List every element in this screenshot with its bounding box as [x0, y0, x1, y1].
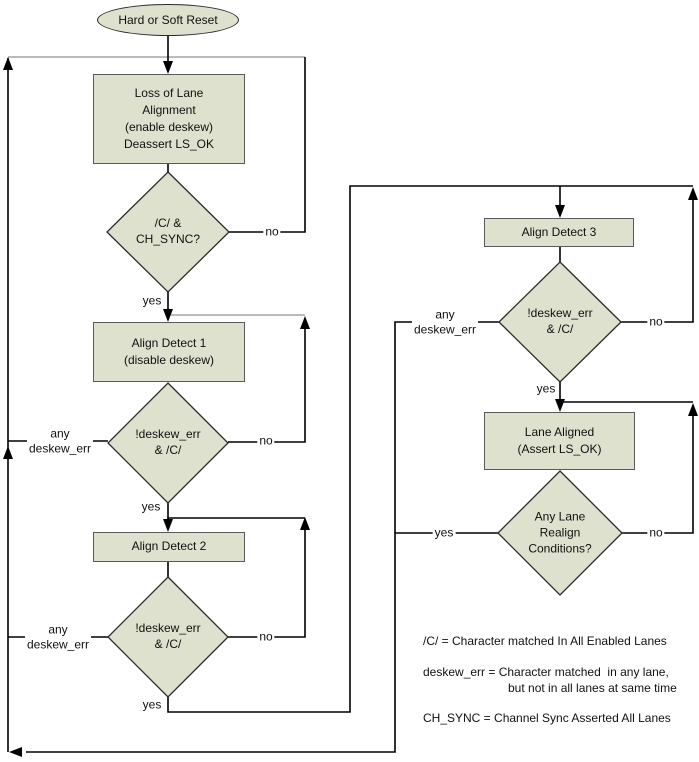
arrowhead-up-left-mid	[3, 446, 13, 459]
connector-deskew1-yes	[167, 502, 305, 519]
connector-deskew3-no	[621, 190, 694, 323]
decision-deskew-2	[107, 576, 229, 698]
arrowhead-up-align3-loop	[688, 187, 698, 200]
legend-c-definition: /C/ = Character matched In All Enabled L…	[423, 634, 667, 648]
arrowhead-up-align2-loop	[300, 517, 310, 530]
edge-label-yes-deskew3: yes	[534, 381, 558, 397]
legend-deskew-definition-line2: but not in all lanes at same time	[508, 681, 677, 695]
decision-ch-sync	[106, 171, 230, 293]
terminator-reset-label: Hard or Soft Reset	[118, 13, 218, 27]
edge-label-no-deskew3: no	[647, 314, 665, 330]
arrowhead-into-align1	[163, 309, 173, 322]
decision-deskew-3-label: !deskew_err & /C/	[527, 306, 593, 336]
edge-label-yes-deskew1: yes	[139, 499, 163, 515]
legend-chsync-definition: CH_SYNC = Channel Sync Asserted All Lane…	[423, 711, 671, 725]
edge-label-yes-chsync: yes	[140, 293, 164, 309]
arrowhead-up-lanealigned-loop	[688, 403, 698, 416]
decision-ch-sync-label: /C/ & CH_SYNC?	[135, 216, 201, 246]
arrowhead-up-align1-loop	[300, 316, 310, 329]
edge-label-anyerr-deskew1: any deskew_err	[26, 426, 94, 456]
decision-realign-label: Any Lane Realign Conditions?	[528, 509, 592, 555]
process-align-detect-1: Align Detect 1 (disable deskew)	[93, 322, 245, 382]
process-align-detect-2: Align Detect 2	[93, 532, 245, 562]
legend-deskew-definition-line1: deskew_err = Character matched in any la…	[423, 665, 669, 679]
edge-label-yes-realign: yes	[432, 525, 456, 541]
arrowhead-into-loss	[163, 61, 173, 74]
decision-deskew-3	[498, 261, 622, 383]
decision-realign	[497, 470, 623, 596]
connector-deskew2-no	[228, 520, 306, 638]
connector-deskew1-no	[228, 319, 306, 443]
decision-deskew-2-label: !deskew_err & /C/	[135, 621, 201, 651]
edge-label-yes-deskew2: yes	[140, 697, 164, 713]
process-loss-of-lane: Loss of Lane Alignment (enable deskew) D…	[93, 74, 245, 164]
process-align-detect-3: Align Detect 3	[484, 218, 634, 247]
connector-realign-no	[622, 406, 694, 534]
arrowhead-up-left-top	[3, 57, 13, 70]
decision-deskew-1-label: !deskew_err & /C/	[135, 427, 201, 457]
connector-deskew2-yes	[167, 185, 693, 713]
arrowhead-into-lanealigned	[555, 399, 565, 412]
decision-deskew-1	[107, 382, 229, 504]
process-lane-aligned: Lane Aligned (Assert LS_OK)	[484, 412, 635, 470]
edge-label-no-chsync: no	[263, 224, 281, 240]
edge-label-anyerr-deskew3: any deskew_err	[411, 307, 479, 337]
connector-chsync-no	[229, 57, 306, 233]
edge-label-no-deskew2: no	[257, 629, 275, 645]
terminator-reset: Hard or Soft Reset	[97, 4, 239, 36]
edge-label-anyerr-deskew2: any deskew_err	[24, 622, 92, 652]
edge-label-no-deskew1: no	[257, 433, 275, 449]
arrowhead-left-bottom	[9, 747, 22, 757]
edge-label-no-realign: no	[647, 525, 665, 541]
arrowhead-into-align3	[555, 205, 565, 218]
arrowhead-into-align2	[163, 519, 173, 532]
